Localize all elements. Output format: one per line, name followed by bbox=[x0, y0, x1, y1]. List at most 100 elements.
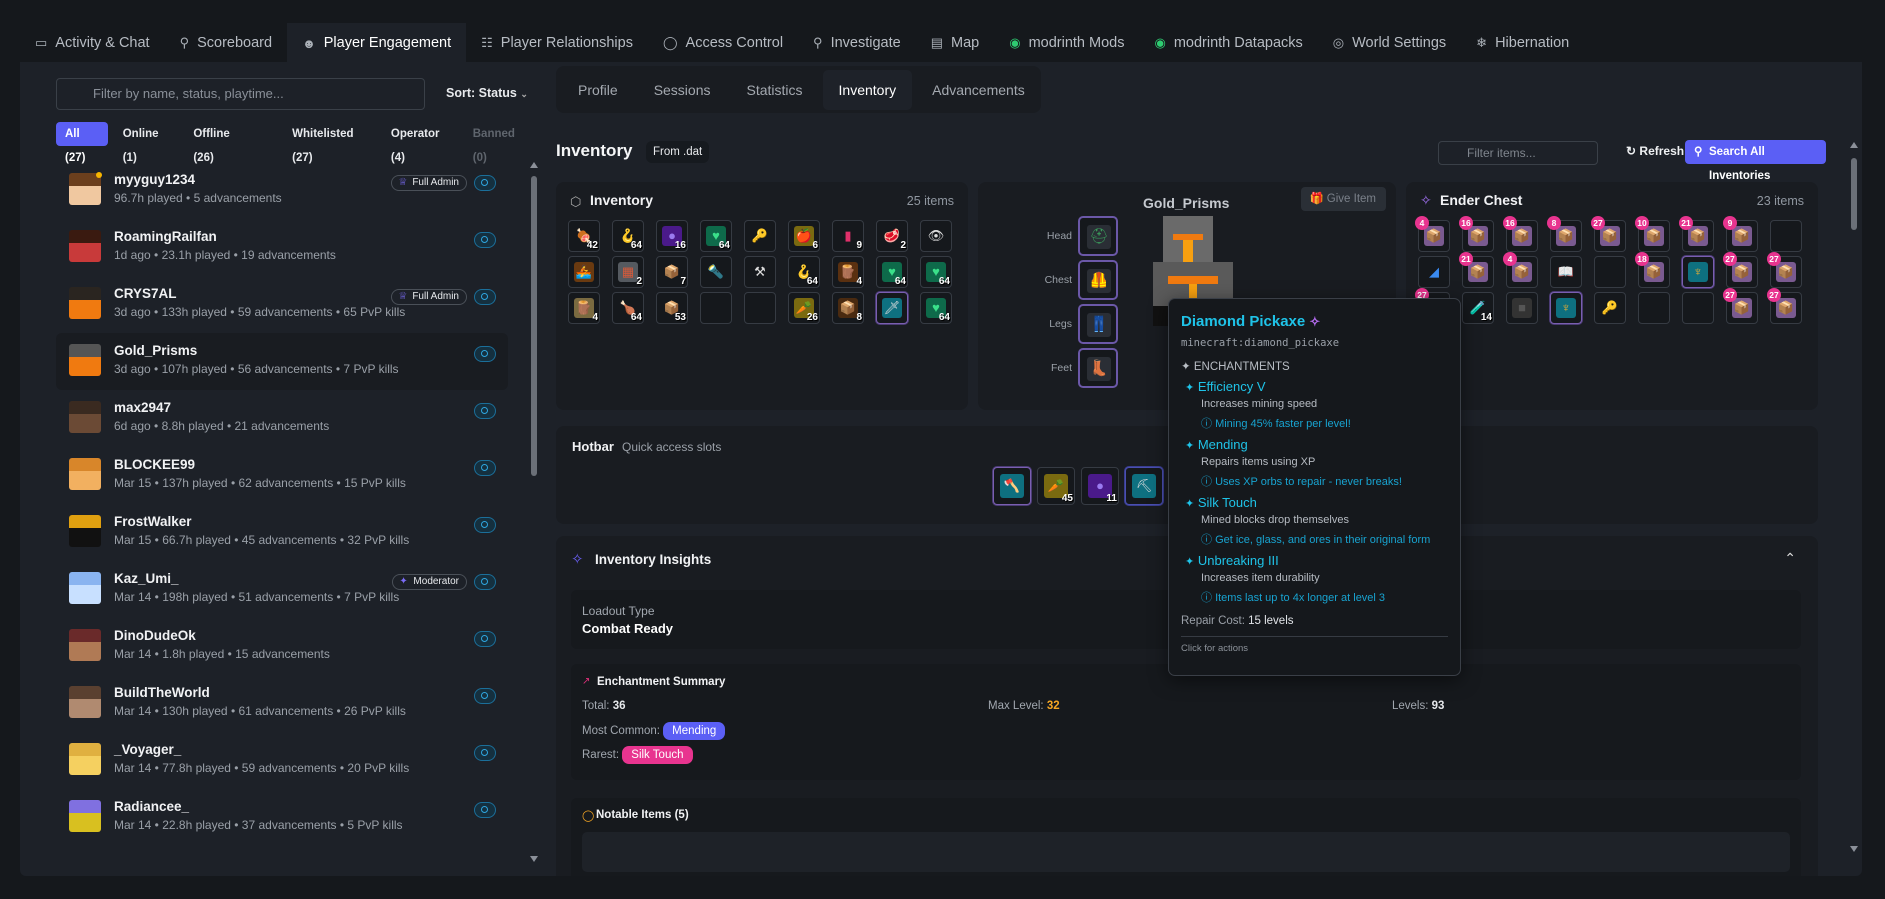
item-slot[interactable]: 📦27 bbox=[1767, 288, 1802, 324]
armor-slot-head[interactable]: ⛑ bbox=[1078, 216, 1118, 256]
item-slot[interactable]: 🔑 bbox=[744, 220, 776, 252]
item-slot[interactable]: 📦7 bbox=[656, 256, 688, 288]
filter-chip[interactable]: Offline (26) bbox=[193, 128, 230, 164]
player-row[interactable]: Radiancee_Mar 14 • 22.8h played • 37 adv… bbox=[56, 789, 508, 846]
tab-world-settings[interactable]: ◎World Settings bbox=[1318, 23, 1461, 63]
filter-chip[interactable]: Operator (4) bbox=[390, 128, 440, 164]
item-filter-input[interactable]: Filter items... bbox=[1438, 141, 1598, 165]
item-slot[interactable]: 📖 bbox=[1550, 256, 1582, 288]
whitelist-user-check-icon[interactable] bbox=[474, 175, 496, 191]
whitelist-user-check-icon[interactable] bbox=[474, 289, 496, 305]
item-slot[interactable]: ⛏ bbox=[1125, 467, 1163, 505]
item-slot[interactable]: 📦53 bbox=[656, 292, 688, 324]
filter-chip[interactable]: Whitelisted (27) bbox=[292, 128, 354, 164]
item-slot[interactable]: ♥64 bbox=[876, 256, 908, 288]
item-slot[interactable]: 🪓 bbox=[993, 467, 1031, 505]
item-slot[interactable]: 📦27 bbox=[1767, 252, 1802, 288]
item-slot[interactable]: 📦4 bbox=[1503, 252, 1538, 288]
tab-map[interactable]: ▤Map bbox=[916, 23, 995, 63]
whitelist-user-check-icon[interactable] bbox=[474, 745, 496, 761]
item-slot[interactable]: ●11 bbox=[1081, 467, 1119, 505]
subtab-advancements[interactable]: Advancements bbox=[932, 81, 1025, 98]
item-slot[interactable]: 📦27 bbox=[1723, 252, 1758, 288]
search-all-inventories-button[interactable]: ⚲Search All Inventories bbox=[1685, 140, 1826, 182]
item-slot[interactable]: 🧪14 bbox=[1462, 292, 1494, 324]
filter-chip[interactable]: All (27) bbox=[56, 122, 108, 164]
item-slot[interactable]: ▮9 bbox=[832, 220, 864, 252]
collapse-chevron-icon[interactable]: ⌃ bbox=[1784, 550, 1796, 566]
item-slot[interactable]: 📦8 bbox=[1547, 216, 1582, 252]
item-slot[interactable]: 🥕26 bbox=[788, 292, 820, 324]
item-slot[interactable]: 📦8 bbox=[832, 292, 864, 324]
item-slot[interactable]: ♥64 bbox=[920, 292, 952, 324]
detail-scrollbar[interactable] bbox=[1850, 142, 1858, 852]
item-slot[interactable]: ♥64 bbox=[700, 220, 732, 252]
player-row[interactable]: _Voyager_Mar 14 • 77.8h played • 59 adva… bbox=[56, 732, 508, 789]
tab-modrinth-datapacks[interactable]: ◉modrinth Datapacks bbox=[1139, 23, 1317, 63]
tab-player-engagement[interactable]: ☻Player Engagement bbox=[287, 23, 467, 63]
whitelist-user-check-icon[interactable] bbox=[474, 631, 496, 647]
subtab-profile[interactable]: Profile bbox=[578, 81, 618, 98]
player-filter-input[interactable]: Filter by name, status, playtime... bbox=[56, 78, 425, 110]
item-slot[interactable]: 🪝64 bbox=[612, 220, 644, 252]
item-slot[interactable]: 📦27 bbox=[1723, 288, 1758, 324]
item-slot[interactable]: ◢ bbox=[1418, 256, 1450, 288]
tab-player-relationships[interactable]: ☷Player Relationships bbox=[466, 23, 648, 63]
sort-dropdown[interactable]: Sort: Status ⌄ bbox=[446, 86, 528, 100]
armor-slot-chest[interactable]: 🦺 bbox=[1078, 260, 1118, 300]
item-slot[interactable]: ⚒ bbox=[744, 256, 776, 288]
empty-slot[interactable] bbox=[1770, 220, 1802, 252]
item-slot[interactable]: 🚣 bbox=[568, 256, 600, 288]
refresh-button[interactable]: ↻ Refresh bbox=[1626, 144, 1684, 158]
item-slot[interactable]: 🗡 bbox=[876, 292, 908, 324]
item-slot[interactable]: 🍖42 bbox=[568, 220, 600, 252]
subtab-inventory[interactable]: Inventory bbox=[822, 69, 913, 110]
item-slot[interactable]: 🪝64 bbox=[788, 256, 820, 288]
give-item-button[interactable]: 🎁Give Item bbox=[1300, 187, 1386, 211]
whitelist-user-check-icon[interactable] bbox=[474, 517, 496, 533]
subtab-statistics[interactable]: Statistics bbox=[746, 81, 803, 98]
filter-chip[interactable]: Online (1) bbox=[122, 128, 159, 164]
item-slot[interactable]: ■ bbox=[1506, 292, 1538, 324]
tab-access-control[interactable]: ◯Access Control bbox=[648, 23, 798, 63]
item-slot[interactable]: 🥕45 bbox=[1037, 467, 1075, 505]
item-slot[interactable]: 🔑 bbox=[1594, 292, 1626, 324]
tab-hibernation[interactable]: ❄Hibernation bbox=[1461, 23, 1584, 63]
item-slot[interactable]: 🍎6 bbox=[788, 220, 820, 252]
whitelist-user-check-icon[interactable] bbox=[474, 232, 496, 248]
tab-investigate[interactable]: ⚲Investigate bbox=[798, 23, 916, 63]
item-slot[interactable]: 📦10 bbox=[1635, 216, 1670, 252]
empty-slot[interactable] bbox=[744, 292, 776, 324]
empty-slot[interactable] bbox=[1638, 292, 1670, 324]
item-slot[interactable]: 🪵4 bbox=[568, 292, 600, 324]
tab-activity-chat[interactable]: ▭Activity & Chat bbox=[20, 23, 165, 63]
item-slot[interactable]: 📦27 bbox=[1591, 216, 1626, 252]
empty-slot[interactable] bbox=[1594, 256, 1626, 288]
whitelist-user-check-icon[interactable] bbox=[474, 346, 496, 362]
item-slot[interactable]: ●16 bbox=[656, 220, 688, 252]
tab-modrinth-mods[interactable]: ◉modrinth Mods bbox=[994, 23, 1139, 63]
whitelist-user-check-icon[interactable] bbox=[474, 802, 496, 818]
item-slot[interactable]: 📦4 bbox=[1415, 216, 1450, 252]
whitelist-user-check-icon[interactable] bbox=[474, 460, 496, 476]
item-slot[interactable]: 📦9 bbox=[1723, 216, 1758, 252]
filter-chip[interactable]: Banned (0) bbox=[472, 128, 515, 164]
item-slot[interactable]: 📦16 bbox=[1503, 216, 1538, 252]
item-slot[interactable]: 📦18 bbox=[1635, 252, 1670, 288]
armor-slot-feet[interactable]: 👢 bbox=[1078, 348, 1118, 388]
whitelist-user-check-icon[interactable] bbox=[474, 688, 496, 704]
item-slot[interactable]: 📦16 bbox=[1459, 216, 1494, 252]
subtab-sessions[interactable]: Sessions bbox=[653, 81, 711, 98]
item-slot[interactable]: 🥩2 bbox=[876, 220, 908, 252]
notable-item-row[interactable] bbox=[582, 832, 1790, 872]
item-slot[interactable]: ▦2 bbox=[612, 256, 644, 288]
item-slot[interactable]: ♆ bbox=[1682, 256, 1714, 288]
empty-slot[interactable] bbox=[1682, 292, 1714, 324]
whitelist-user-check-icon[interactable] bbox=[474, 403, 496, 419]
